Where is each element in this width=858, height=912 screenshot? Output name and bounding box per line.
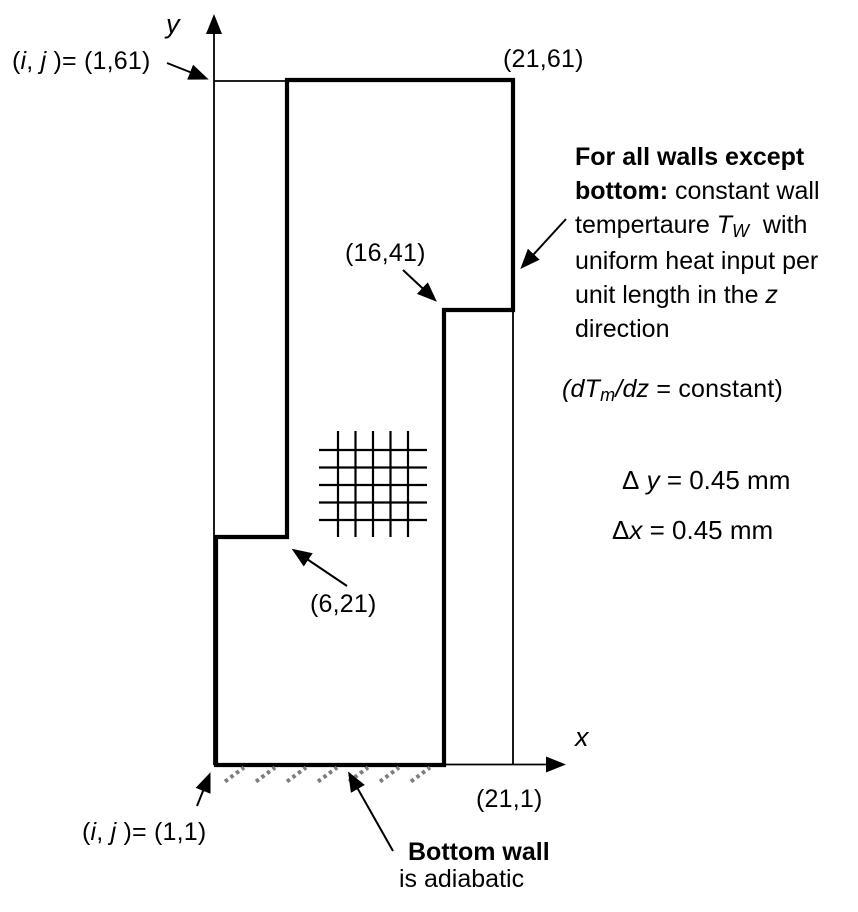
wall-temperature-subscript: W (732, 220, 750, 241)
node-label-21-1: (21,1) (476, 785, 543, 814)
node-label-16-41-text: (16,41) (345, 239, 426, 267)
wall-note-line5-pre: unit length in the (575, 281, 766, 309)
arrow-wall-note-to-right-wall (520, 218, 567, 269)
y-axis-label-text: y (166, 9, 180, 39)
node-label-21-61-text: (21,61) (503, 45, 584, 73)
wall-note-line2-rest: constant wall (668, 177, 820, 205)
node-label-1-1-part: ( (82, 818, 91, 846)
node-label-1-1-part: )= (1,1) (116, 818, 207, 846)
node-label-1-1: (i, j )= (1,1) (82, 818, 206, 847)
wall-boundary-note: For all walls except bottom: constant wa… (575, 140, 858, 346)
node-label-1-1-i: i (90, 818, 97, 846)
y-axis-label: y (166, 9, 180, 40)
wall-note-line6: direction (575, 315, 670, 343)
gradient-subscript-m: m (600, 384, 616, 405)
node-label-21-61: (21,61) (503, 45, 584, 74)
node-label-1-61: (i, j )= (1,61) (12, 47, 150, 76)
node-label-1-1-part: , (96, 818, 111, 846)
node-label-1-1-j: j (110, 818, 117, 846)
node-label-1-61-j: j (40, 47, 47, 75)
wall-temperature-symbol: T (716, 211, 733, 239)
wall-note-line3-post: with (749, 211, 808, 239)
delta-symbol: Δ (622, 465, 647, 495)
wall-note-bottom-bold: bottom: (575, 177, 669, 205)
arrow-bottom-note-to-bottom-wall (348, 771, 394, 852)
wall-note-line2: bottom: constant wall (575, 174, 858, 208)
delta-x-note: Δx = 0.45 mm (612, 515, 773, 546)
arrow-to-node-16-41 (402, 269, 437, 302)
arrow-to-node-1-1 (195, 772, 211, 807)
arrow-to-node-1-61 (166, 62, 209, 80)
node-label-1-61-i: i (20, 47, 27, 75)
temperature-gradient-note: (dTm/dz = constant) (562, 375, 783, 405)
delta-x-value: = 0.45 mm (642, 515, 774, 545)
node-label-1-61-part: )= (1,61) (46, 47, 151, 75)
wall-note-line4: uniform heat input per (575, 247, 819, 275)
gradient-constant-text: = constant) (649, 375, 783, 403)
gradient-dz: /dz (615, 375, 650, 403)
gradient-dT: (dT (562, 375, 601, 403)
node-label-6-21-text: (6,21) (310, 590, 377, 618)
bottom-wall-note-line2: is adiabatic (399, 865, 525, 893)
delta-symbol: Δ (612, 515, 630, 545)
node-label-1-61-part: , (26, 47, 41, 75)
bottom-wall-note-line1: Bottom wall (408, 838, 550, 866)
node-label-6-21: (6,21) (310, 590, 377, 619)
arrow-to-node-6-21 (291, 548, 348, 587)
wall-note-line1: For all walls except (575, 143, 805, 171)
node-label-16-41: (16,41) (345, 239, 426, 268)
node-label-1-61-part: ( (12, 47, 21, 75)
wall-note-line3-pre: tempertaure (575, 211, 717, 239)
grid-mesh-icon (319, 431, 427, 537)
delta-y-note: Δ y = 0.45 mm (622, 465, 790, 496)
x-axis-label: x (575, 722, 589, 753)
x-axis-label-text: x (575, 722, 589, 752)
z-direction-symbol: z (765, 281, 778, 309)
delta-y-variable: y (646, 465, 660, 495)
wall-note-line5: unit length in the z (575, 278, 858, 312)
wall-note-line3: tempertaure TW with (575, 208, 858, 244)
node-label-21-1-text: (21,1) (476, 785, 543, 813)
bottom-wall-note: Bottom wall is adiabatic (399, 839, 550, 893)
delta-x-variable: x (629, 515, 643, 545)
adiabatic-hatch-marks (223, 765, 432, 784)
domain-boundary (213, 77, 516, 768)
delta-y-value: = 0.45 mm (659, 465, 791, 495)
